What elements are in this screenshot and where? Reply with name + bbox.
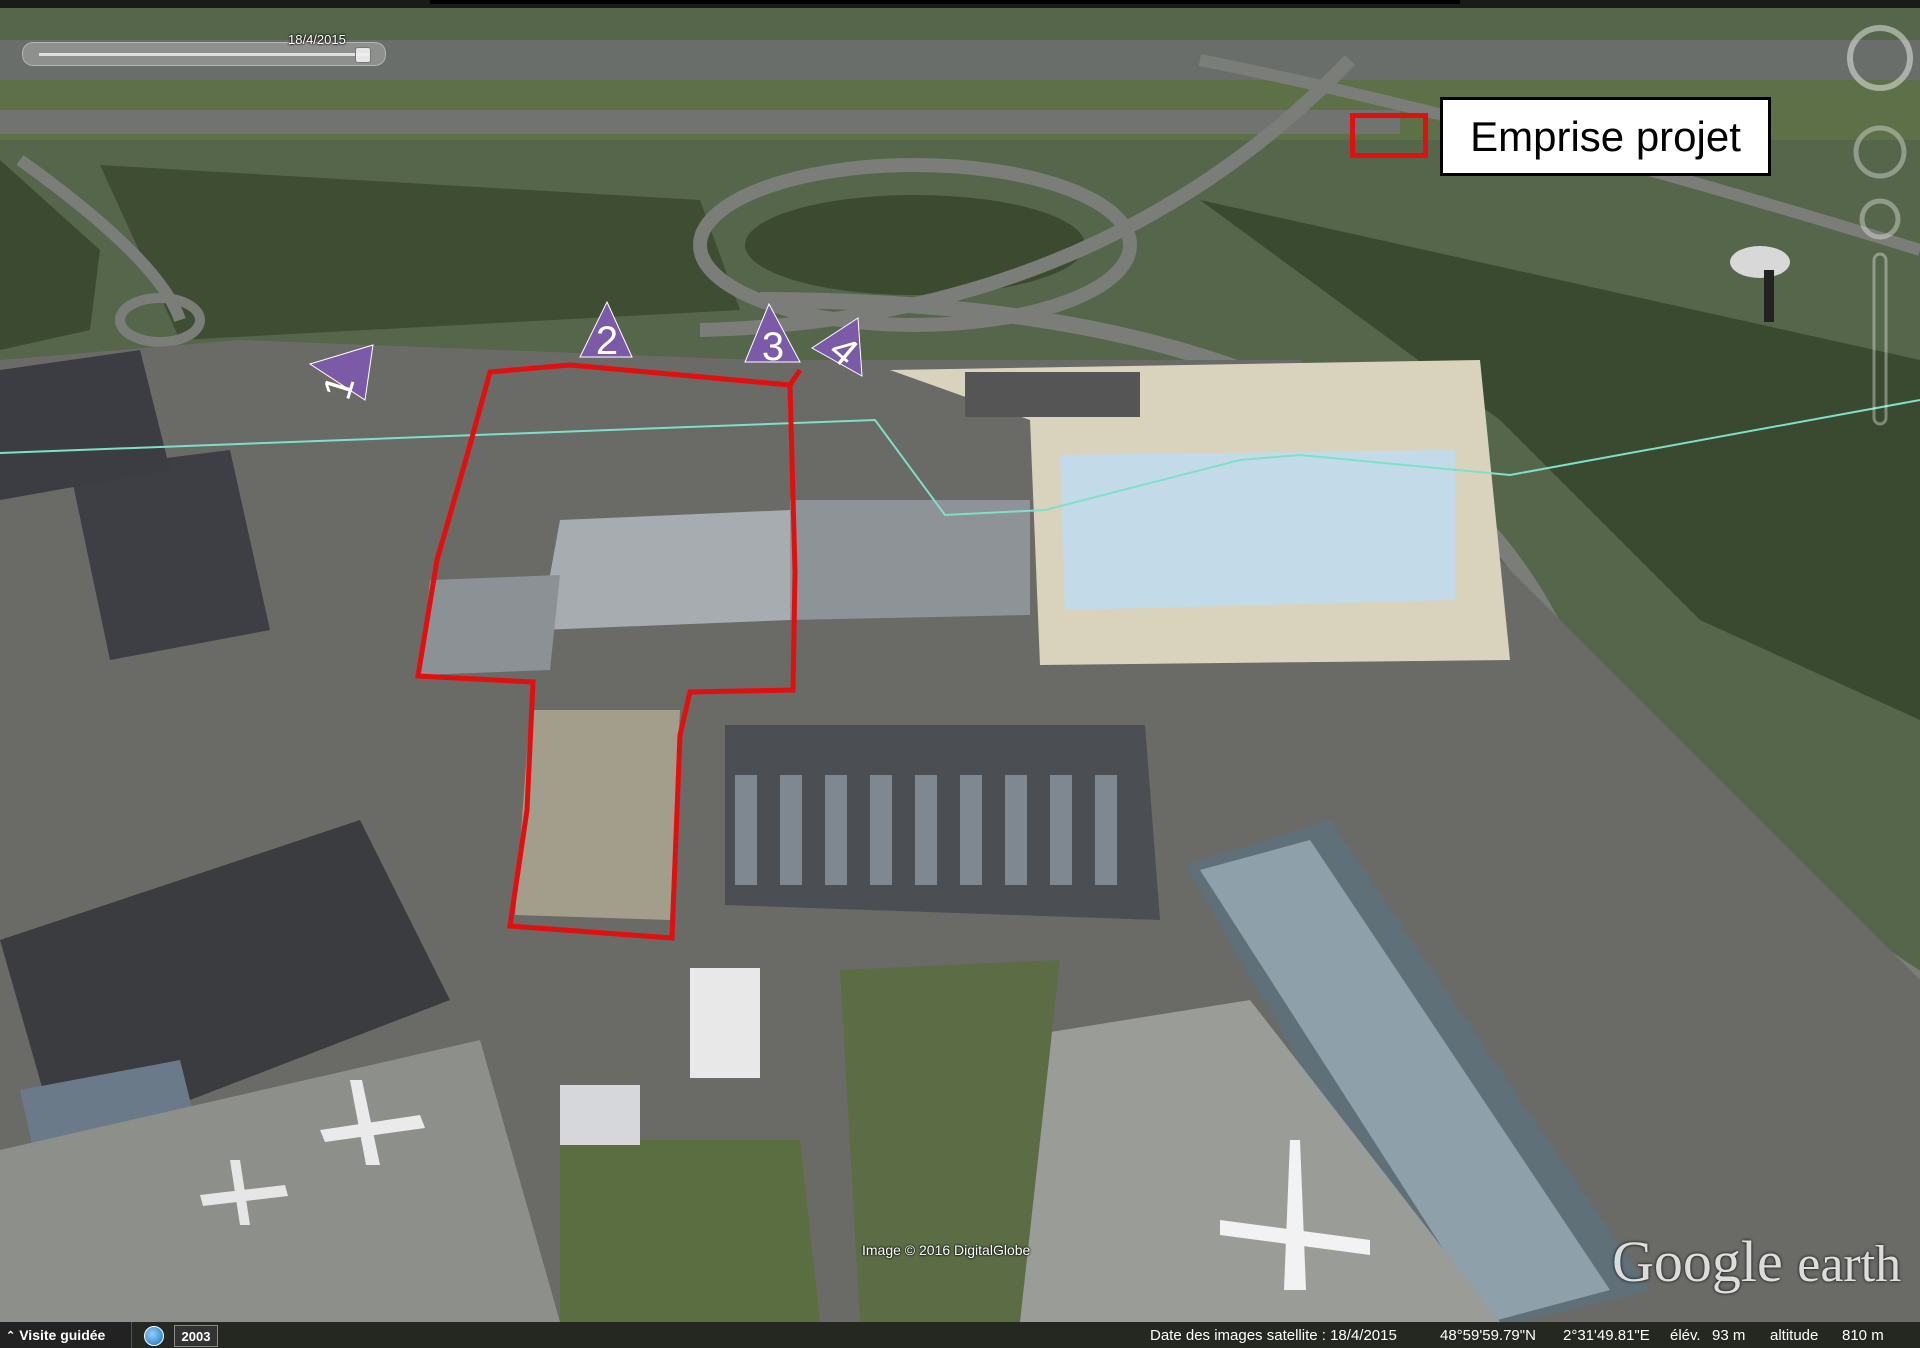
radar-dish (1730, 246, 1790, 278)
warehouse-northwest (0, 350, 170, 500)
triangle-marker-icon (308, 344, 374, 401)
look-joystick-icon[interactable] (1853, 125, 1907, 179)
airplane-icon (320, 1080, 425, 1165)
project-boundary (415, 362, 798, 941)
imagery-attribution: Image © 2016 DigitalGlobe (862, 1242, 1031, 1258)
date-slider-handle[interactable] (355, 47, 371, 63)
date-slider[interactable] (22, 42, 386, 66)
google-earth-logo: Google earth (1612, 1228, 1901, 1295)
roundabout (115, 293, 205, 347)
marker-3[interactable]: 3 (744, 302, 801, 369)
highway-top (0, 40, 1920, 80)
route-path-line (0, 399, 1920, 517)
terminal-roof (1200, 840, 1610, 1322)
grass-south-mid (840, 960, 1060, 1322)
longitude: 2°31'49.81"E (1563, 1327, 1650, 1344)
zoom-slider-icon[interactable] (1872, 252, 1888, 426)
move-joystick-icon[interactable] (1859, 198, 1901, 240)
marker-2-label: 2 (596, 319, 618, 363)
empty-lot (515, 710, 680, 920)
year-badge[interactable]: 2003 (174, 1325, 218, 1347)
marker-3-label: 3 (762, 325, 784, 369)
legend-label: Emprise projet (1470, 112, 1741, 160)
airplane-icon (200, 1160, 288, 1225)
project-boundary-tail (787, 368, 803, 387)
roundabout-west (16, 155, 186, 323)
logo-google: Google (1612, 1229, 1783, 1294)
building-south (560, 1085, 640, 1145)
legend-swatch (1350, 113, 1428, 158)
imagery-date: Date des images satellite : 18/4/2015 (1150, 1327, 1397, 1344)
slider-date-label: 18/4/2015 (288, 32, 346, 47)
altitude-value: 810 m (1842, 1327, 1884, 1344)
altitude-label: altitude (1770, 1327, 1819, 1344)
interchange-island (745, 195, 1085, 295)
status-bar (0, 1322, 1920, 1348)
top-panel-edge (430, 0, 1460, 4)
apron-south (1000, 1000, 1500, 1322)
glass-roof-east (790, 500, 1030, 620)
grass-south (560, 1140, 820, 1322)
ramp-north (699, 55, 1356, 337)
forest-left (0, 160, 100, 350)
warehouse-roof-panels (735, 775, 1117, 885)
compass-icon[interactable] (1847, 25, 1913, 91)
historical-imagery-icon[interactable] (144, 1326, 164, 1346)
highway-mid (0, 110, 1400, 134)
legend-box: Emprise projet (1440, 97, 1771, 176)
chevron-up-icon: ⌃ (6, 1329, 16, 1342)
logo-earth: earth (1797, 1236, 1902, 1293)
latitude: 48°59'59.79"N (1440, 1327, 1536, 1344)
date-slider-track (39, 53, 369, 56)
radar-tower (1764, 270, 1774, 322)
interchange-loop (693, 158, 1137, 332)
warehouse-blue-roof (1060, 450, 1455, 610)
guided-tour-button[interactable]: ⌃Visite guidée (0, 1322, 132, 1348)
glass-roof-west (420, 575, 560, 675)
triangle-marker-icon (744, 302, 801, 363)
construction-block (965, 372, 1140, 417)
guided-tour-label: Visite guidée (19, 1327, 106, 1343)
marker-2[interactable]: 2 (579, 300, 633, 363)
warehouse-west (70, 450, 270, 660)
marker-4[interactable]: 4 (811, 317, 866, 377)
triangle-marker-icon (579, 300, 633, 358)
triangle-marker-icon (811, 317, 863, 377)
forest-right (1200, 200, 1920, 720)
airplane-icon (1220, 1140, 1370, 1290)
glass-roof-project (540, 510, 790, 630)
hangar-southwest (0, 820, 450, 1150)
forest-band (100, 165, 740, 340)
elevation-value: 93 m (1712, 1327, 1746, 1344)
elevation-label: élév. (1670, 1327, 1701, 1344)
apron-southwest (0, 1040, 560, 1322)
navigation-controls[interactable] (1840, 14, 1916, 434)
white-building (690, 968, 760, 1078)
